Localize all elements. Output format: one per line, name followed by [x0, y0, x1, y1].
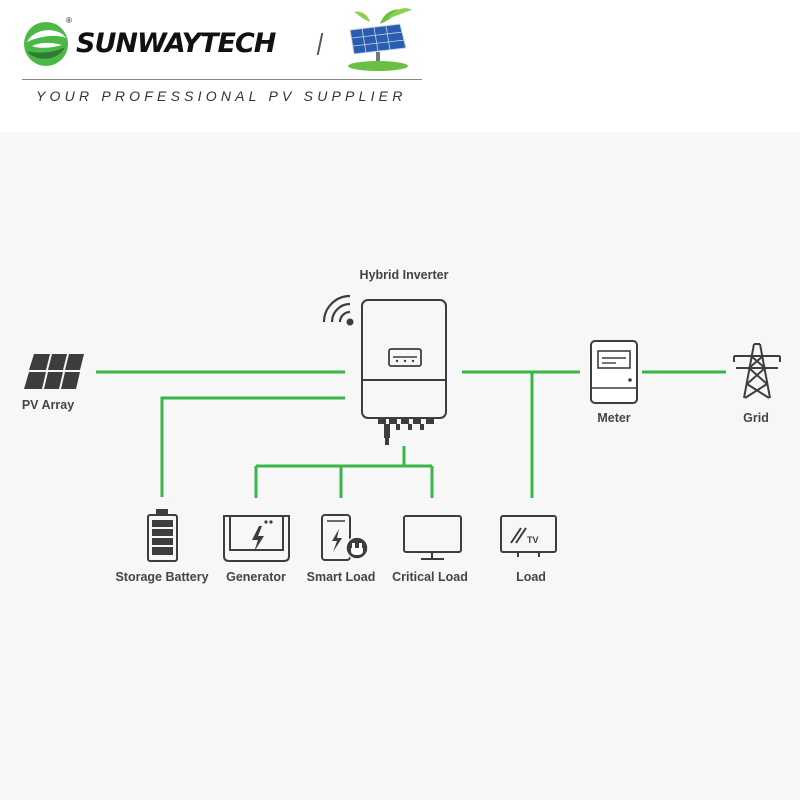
meter-icon — [590, 340, 638, 404]
hybrid-system-diagram: TV — [24, 294, 781, 562]
wifi-signal-icon — [322, 294, 354, 326]
critical-load-icon — [403, 515, 462, 560]
header: ® SUNWAYTECH YOUR PROFESSIONAL PV SUPPLI… — [0, 0, 800, 132]
critical-load-label: Critical Load — [392, 570, 468, 584]
sunwaytech-logo-icon — [24, 22, 68, 66]
brand-name: SUNWAYTECH — [76, 28, 276, 59]
storage-battery-icon — [147, 509, 178, 562]
line-inverter-to-battery — [160, 396, 345, 497]
generator-icon — [223, 515, 290, 562]
smart-load-icon — [321, 514, 369, 561]
connection-lines — [96, 370, 726, 498]
meter-label: Meter — [597, 411, 631, 425]
grid-label: Grid — [743, 411, 769, 425]
pv-array-icon — [24, 354, 84, 389]
load-tv-icon — [500, 515, 557, 557]
storage-battery-label: Storage Battery — [115, 570, 209, 584]
hybrid-inverter-label: Hybrid Inverter — [359, 268, 449, 282]
load-label: Load — [516, 570, 546, 584]
smart-load-label: Smart Load — [306, 570, 376, 584]
registered-mark: ® — [66, 16, 72, 25]
header-divider — [22, 79, 422, 80]
generator-label: Generator — [226, 570, 286, 584]
tagline: YOUR PROFESSIONAL PV SUPPLIER — [36, 88, 407, 104]
hybrid-inverter-icon — [361, 299, 447, 445]
tv-icon-text: TV — [527, 535, 539, 545]
brand-separator — [316, 33, 324, 55]
pv-array-label: PV Array — [21, 398, 75, 412]
solar-panel-logo-icon — [348, 8, 412, 71]
grid-tower-icon — [733, 343, 781, 399]
